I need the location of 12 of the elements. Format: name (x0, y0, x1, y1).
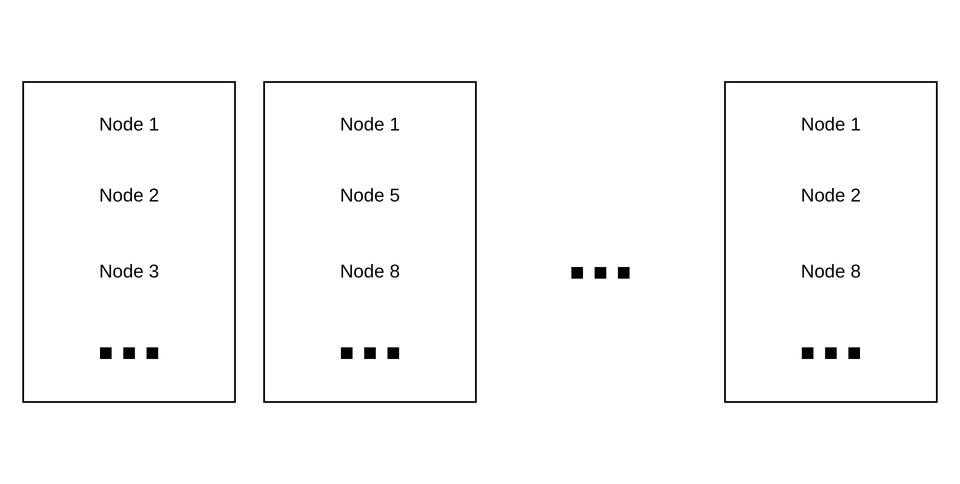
cluster (22, 81, 236, 403)
node-text: Node 2 (99, 184, 160, 206)
node-text: Node 3 (99, 260, 160, 282)
node-text: Node 1 (99, 114, 160, 135)
node-text: Node 2 (800, 184, 861, 206)
cluster (263, 81, 477, 403)
node-text: Node 8 (340, 260, 400, 282)
cluster (724, 81, 938, 403)
node-text: Node 5 (340, 184, 400, 206)
node-text: Node 1 (340, 114, 400, 135)
node-text: Node 1 (800, 114, 861, 135)
node-text: Node 8 (800, 260, 861, 282)
